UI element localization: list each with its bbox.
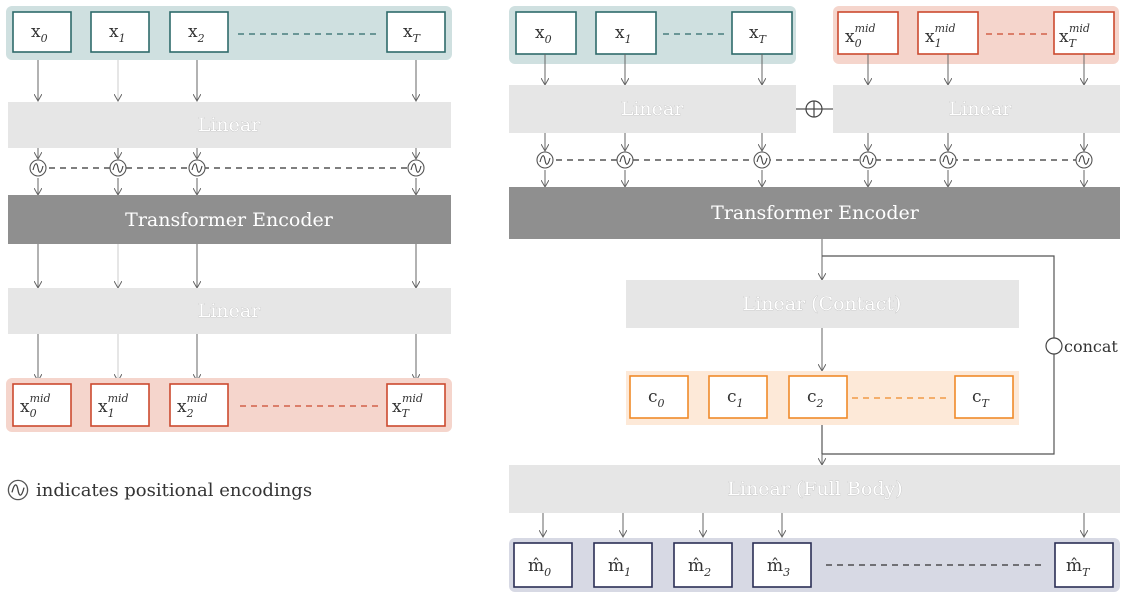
svg-text:xTmid: xTmid xyxy=(392,392,423,420)
pe-icon xyxy=(109,159,127,177)
left-linear-2 xyxy=(8,288,451,334)
circle-plus-icon xyxy=(805,100,823,118)
svg-text:x0: x0 xyxy=(31,22,48,45)
linear-contact xyxy=(626,280,1019,328)
linear-full-body-label: Linear (Full Body) xyxy=(727,478,902,500)
contact-token-T: cT xyxy=(954,375,1014,419)
svg-text:xT: xT xyxy=(749,23,768,46)
svg-text:x2: x2 xyxy=(188,22,205,45)
left-mid-output-group xyxy=(6,378,452,432)
svg-text:x1: x1 xyxy=(615,23,632,46)
svg-text:m̂1: m̂1 xyxy=(608,556,631,579)
right-mid-token-0: x0mid xyxy=(837,11,899,55)
svg-text:x0mid: x0mid xyxy=(20,392,51,420)
left-mid-token-0: x0mid xyxy=(12,383,72,427)
concat-skip-connection xyxy=(822,255,1055,455)
right-diagram: x0 x1 xT x0mid x1mid xTmid xyxy=(509,6,1120,592)
output-token-1: m̂1 xyxy=(593,542,653,588)
svg-text:c0: c0 xyxy=(648,387,665,410)
right-input-token-0: x0 xyxy=(515,11,577,55)
svg-text:cT: cT xyxy=(972,387,991,410)
left-input-token-0: x0 xyxy=(12,11,72,53)
linear-contact-label: Linear (Contact) xyxy=(743,293,902,315)
linear-full-body xyxy=(509,465,1120,513)
pe-icon xyxy=(536,151,554,169)
output-token-T: m̂T xyxy=(1054,542,1114,588)
legend-text: indicates positional encodings xyxy=(36,480,312,501)
svg-text:m̂0: m̂0 xyxy=(528,556,551,579)
right-mid-token-T: xTmid xyxy=(1053,11,1115,55)
svg-text:xTmid: xTmid xyxy=(1059,22,1090,50)
svg-text:x1mid: x1mid xyxy=(98,392,129,420)
pe-icon xyxy=(188,159,206,177)
svg-text:x2mid: x2mid xyxy=(177,392,208,420)
pe-icon xyxy=(939,151,957,169)
svg-text:x0: x0 xyxy=(535,23,552,46)
right-transformer-encoder xyxy=(509,187,1120,239)
contact-token-0: c0 xyxy=(629,375,689,419)
output-token-0: m̂0 xyxy=(513,542,573,588)
svg-text:m̂T: m̂T xyxy=(1066,556,1091,579)
right-linear-left xyxy=(509,85,796,133)
right-transformer-label: Transformer Encoder xyxy=(711,202,920,224)
left-input-token-1: x1 xyxy=(90,11,150,53)
pe-icon xyxy=(616,151,634,169)
left-diagram: x0 x1 x2 xT Linear xyxy=(6,6,452,501)
svg-text:x1mid: x1mid xyxy=(925,22,956,50)
left-mid-token-T: xTmid xyxy=(386,383,446,427)
pe-icon xyxy=(29,159,47,177)
positional-encoding-legend: indicates positional encodings xyxy=(7,479,312,501)
left-linear-2-label: Linear xyxy=(198,300,262,322)
right-input-token-T: xT xyxy=(731,11,793,55)
left-mid-token-2: x2mid xyxy=(169,383,229,427)
pe-icon xyxy=(407,159,425,177)
right-linear-right xyxy=(833,85,1120,133)
left-input-token-2: x2 xyxy=(169,11,229,53)
left-linear-1-label: Linear xyxy=(198,114,262,136)
svg-text:m̂2: m̂2 xyxy=(688,556,711,579)
right-input-token-1: x1 xyxy=(595,11,657,55)
pe-icon xyxy=(1075,151,1093,169)
pe-icon xyxy=(753,151,771,169)
right-linear-left-label: Linear xyxy=(621,98,685,120)
right-mid-token-1: x1mid xyxy=(917,11,979,55)
right-output-group xyxy=(509,538,1120,592)
pe-icon xyxy=(859,151,877,169)
left-mid-token-1: x1mid xyxy=(90,383,150,427)
svg-text:xT: xT xyxy=(403,22,422,45)
right-linear-right-label: Linear xyxy=(949,98,1013,120)
circle-icon xyxy=(1045,337,1063,355)
output-token-3: m̂3 xyxy=(752,542,812,588)
svg-text:m̂3: m̂3 xyxy=(767,556,790,579)
contact-token-2: c2 xyxy=(788,375,848,419)
left-transformer-label: Transformer Encoder xyxy=(125,209,334,231)
svg-text:x0mid: x0mid xyxy=(845,22,876,50)
left-transformer-encoder xyxy=(8,195,451,244)
left-linear-1 xyxy=(8,102,451,148)
svg-text:c1: c1 xyxy=(727,387,744,410)
sine-wave-circle-icon xyxy=(7,479,29,501)
left-input-group xyxy=(6,6,452,60)
svg-text:c2: c2 xyxy=(807,387,824,410)
output-token-2: m̂2 xyxy=(673,542,733,588)
contact-token-1: c1 xyxy=(708,375,768,419)
concat-label: concat xyxy=(1064,337,1118,356)
svg-text:x1: x1 xyxy=(109,22,126,45)
left-input-token-T: xT xyxy=(386,11,446,53)
